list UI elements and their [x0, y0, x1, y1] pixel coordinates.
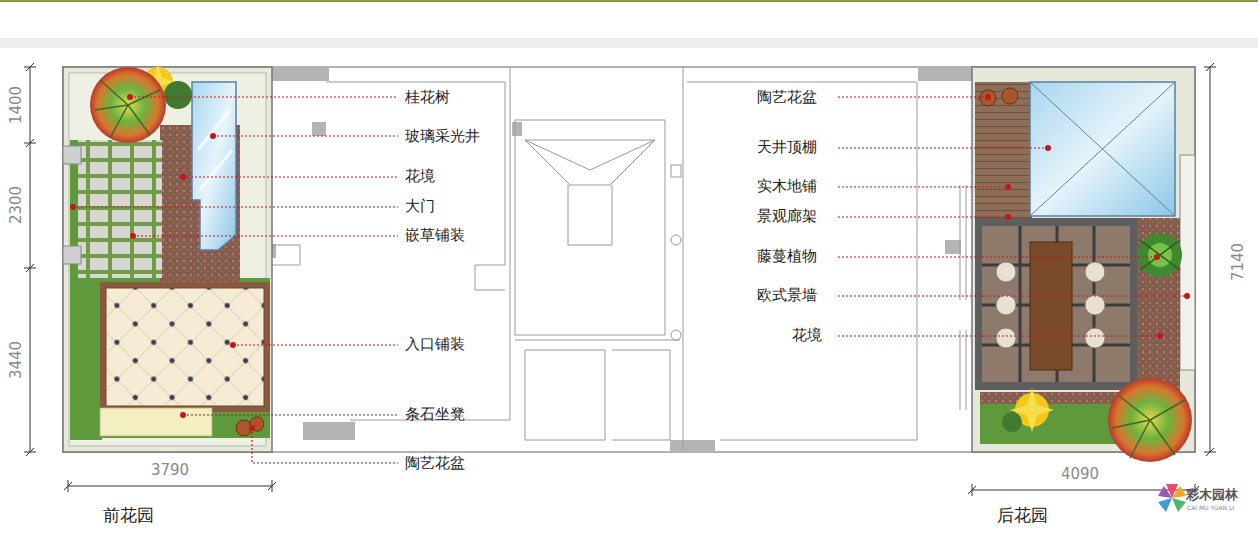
callout-label: 大门	[405, 196, 435, 216]
callout-label: 入口铺装	[405, 334, 465, 354]
callout-label: 玻璃采光井	[405, 126, 480, 146]
area-title: 前花园	[103, 505, 154, 525]
dimension-value: 1400	[6, 86, 26, 124]
callout-label: 陶艺花盆	[757, 87, 817, 107]
callout-label: 景观廊架	[757, 206, 817, 226]
callout-label: 嵌草铺装	[405, 225, 465, 245]
dimension-value: 3790	[151, 460, 189, 480]
dimension-value: 3440	[6, 341, 26, 379]
watermark: 彩木园林	[1186, 485, 1238, 505]
dimension-value: 2300	[6, 186, 26, 224]
callout-label: 花境	[792, 325, 822, 345]
callout-label: 条石坐凳	[405, 404, 465, 424]
area-title: 后花园	[997, 505, 1048, 525]
callout-label: 欧式景墙	[757, 285, 817, 305]
callout-label: 花境	[405, 166, 435, 186]
callout-label: 藤蔓植物	[757, 246, 817, 266]
callout-label: 实木地铺	[757, 176, 817, 196]
callout-label: 桂花树	[405, 87, 450, 107]
dimension-value: 4090	[1061, 464, 1099, 484]
callout-label: 天井顶棚	[757, 137, 817, 157]
callout-label: 陶艺花盆	[405, 453, 465, 473]
dimension-value: 7140	[1228, 243, 1248, 281]
watermark: CAI MU YUAN LI	[1187, 504, 1234, 512]
